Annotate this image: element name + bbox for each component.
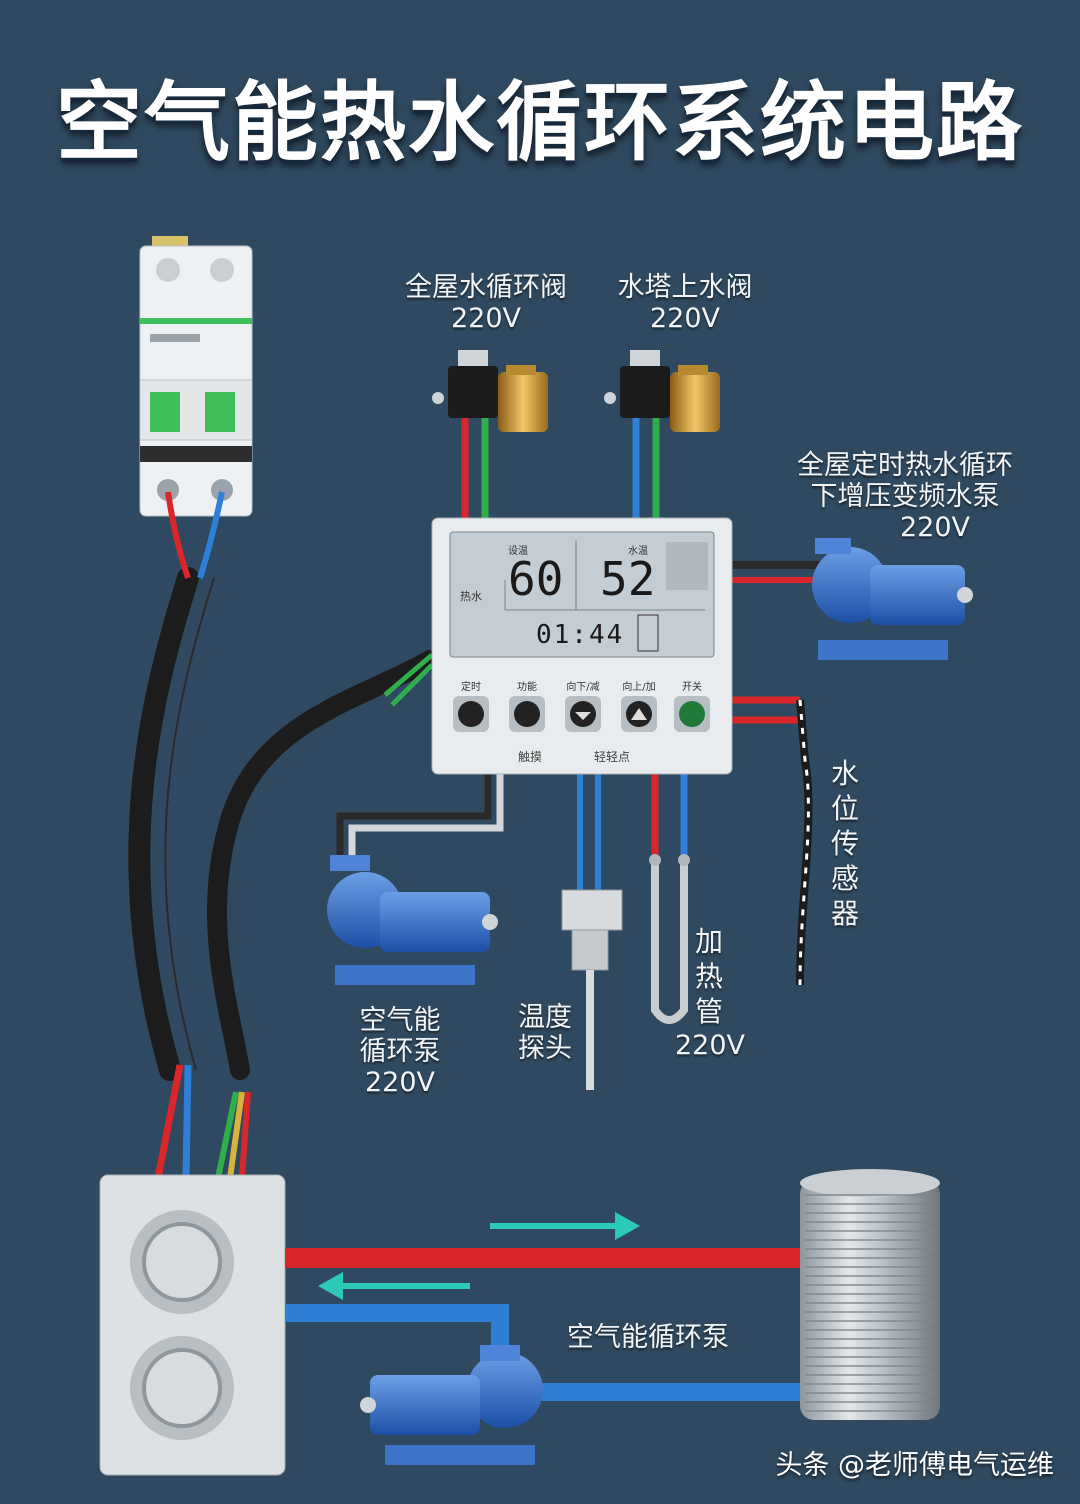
bottom-circulation-pump bbox=[360, 1345, 543, 1465]
heating-tube bbox=[649, 854, 690, 1024]
whole-house-valve-voltage: 220V bbox=[450, 303, 521, 335]
flow-arrow-left bbox=[318, 1272, 470, 1300]
booster-pump-line2: 下增压变频水泵 bbox=[810, 481, 1000, 513]
tower-valve-voltage: 220V bbox=[649, 303, 720, 335]
temp-probe-label: 温度 探头 bbox=[500, 1002, 590, 1064]
air-pump-voltage: 220V bbox=[364, 1067, 435, 1099]
whole-house-valve bbox=[432, 350, 548, 432]
booster-pump bbox=[812, 538, 973, 660]
button-label-down: 向下/减 bbox=[566, 682, 600, 693]
heater-voltage: 220V bbox=[674, 1030, 745, 1061]
water-tank bbox=[800, 1169, 940, 1420]
tower-valve-label: 水塔上水阀 220V bbox=[600, 272, 770, 334]
lcd-time: 01:44 bbox=[536, 620, 625, 650]
main-cable bbox=[128, 567, 215, 1081]
watermark: 头条 @老师傅电气运维 bbox=[775, 1450, 1054, 1481]
air-pump-label: 空气能 循环泵 220V bbox=[340, 1005, 460, 1098]
heater-label: 加热管 bbox=[694, 925, 723, 1028]
touch-hint-left: 触摸 bbox=[518, 750, 543, 764]
booster-pump-line1: 全屋定时热水循环 bbox=[797, 450, 1013, 481]
lcd-water-temp-value: 52 bbox=[600, 552, 656, 606]
lcd-water-temp-label: 水温 bbox=[628, 546, 648, 557]
outdoor-heat-pump-unit bbox=[99, 1174, 286, 1476]
button-label-power: 开关 bbox=[682, 682, 702, 693]
air-energy-pump bbox=[327, 855, 498, 985]
booster-pump-label: 全屋定时热水循环 下增压变频水泵 220V bbox=[770, 450, 1040, 543]
button-label-function: 功能 bbox=[517, 682, 537, 693]
water-tower-valve bbox=[604, 350, 720, 432]
temp-probe-line1: 温度 bbox=[518, 1002, 572, 1033]
air-pump-line2: 循环泵 bbox=[359, 1036, 441, 1068]
air-pump-line1: 空气能 bbox=[359, 1005, 441, 1036]
lcd-set-temp-value: 60 bbox=[508, 552, 564, 606]
whole-house-valve-name: 全屋水循环阀 bbox=[405, 272, 567, 303]
hot-water-pipe bbox=[285, 1248, 805, 1268]
bottom-pump-label: 空气能循环泵 bbox=[567, 1322, 729, 1353]
temperature-controller bbox=[431, 517, 733, 775]
flow-arrow-right bbox=[490, 1212, 640, 1240]
water-level-sensor-label: 水位传感器 bbox=[830, 757, 859, 930]
button-label-timer: 定时 bbox=[461, 682, 481, 693]
booster-pump-voltage: 220V bbox=[899, 512, 970, 544]
temperature-probe bbox=[561, 889, 623, 1090]
whole-house-valve-label: 全屋水循环阀 220V bbox=[388, 272, 584, 334]
temp-probe-line2: 探头 bbox=[518, 1033, 572, 1065]
page-title: 空气能热水循环系统电路 bbox=[56, 73, 1024, 173]
tower-valve-name: 水塔上水阀 bbox=[617, 272, 753, 303]
controller-cable bbox=[207, 650, 440, 1080]
return-pipe bbox=[285, 1304, 509, 1360]
touch-hint-right: 轻轻点 bbox=[594, 750, 631, 764]
controller-buttons bbox=[453, 696, 710, 732]
button-label-up: 向上/加 bbox=[622, 682, 656, 693]
circuit-breaker bbox=[139, 236, 253, 517]
lcd-set-temp-label: 设温 bbox=[508, 546, 528, 557]
lcd-mode: 热水 bbox=[460, 590, 482, 603]
